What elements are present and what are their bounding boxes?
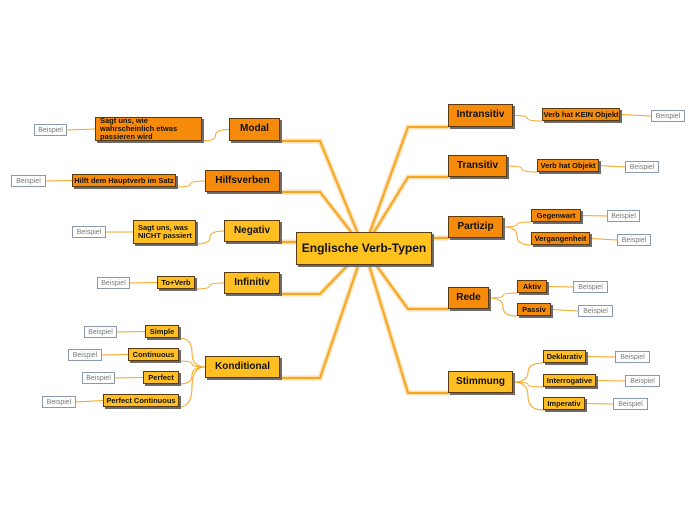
interrogative-example[interactable]: Beispiel	[625, 375, 660, 387]
branch-modal-trunk-core	[279, 140, 365, 250]
modal-example-link	[66, 128, 96, 131]
modal-description-link	[201, 129, 230, 142]
branch-negativ[interactable]: Negativ	[224, 220, 280, 242]
branch-intransitiv-trunk-core	[363, 126, 449, 250]
branch-infinitiv[interactable]: Infinitiv	[224, 272, 280, 294]
intransitiv-description[interactable]: Verb hat KEIN Objekt	[542, 108, 620, 121]
imperativ-example-link	[584, 403, 614, 405]
partizip-gegenwart-link	[502, 221, 532, 228]
deklarativ-example-link	[585, 356, 616, 358]
hilfsverben-example-link	[45, 180, 73, 182]
interrogative-example-link	[595, 380, 626, 382]
vergangenheit-example-link	[589, 238, 618, 241]
simple-example[interactable]: Beispiel	[84, 326, 117, 338]
continuous-example-link	[101, 354, 129, 356]
passiv-example[interactable]: Beispiel	[578, 305, 613, 317]
stimmung-interrogative-link	[512, 381, 544, 388]
branch-konditional-trunk-core	[279, 247, 365, 379]
konditional-continuous[interactable]: Continuous	[128, 348, 179, 361]
konditional-perfect-continuous-link	[178, 366, 206, 408]
rede-aktiv[interactable]: Aktiv	[517, 280, 547, 293]
perfect-example-link	[114, 377, 144, 379]
branch-rede-trunk-core	[363, 247, 449, 310]
simple-example-link	[116, 331, 146, 333]
intransitiv-example-link	[619, 114, 652, 117]
branch-stimmung[interactable]: Stimmung	[448, 371, 513, 393]
passiv-example-link	[550, 309, 579, 312]
konditional-simple[interactable]: Simple	[145, 325, 179, 338]
intransitiv-example[interactable]: Beispiel	[651, 110, 685, 122]
transitiv-description-link	[506, 165, 538, 173]
branch-transitiv[interactable]: Transitiv	[448, 155, 507, 177]
vergangenheit-example[interactable]: Beispiel	[617, 234, 651, 246]
aktiv-example[interactable]: Beispiel	[573, 281, 608, 293]
rede-passiv[interactable]: Passiv	[517, 303, 551, 316]
perfect-continuous-example[interactable]: Beispiel	[42, 396, 76, 408]
hilfsverben-example[interactable]: Beispiel	[11, 175, 46, 187]
branch-stimmung-trunk-core	[363, 247, 449, 394]
branch-stimmung-trunk	[361, 246, 451, 396]
transitiv-description[interactable]: Verb hat Objekt	[537, 159, 599, 172]
perfect-continuous-example-link	[75, 400, 104, 403]
stimmung-deklarativ-link	[512, 362, 544, 383]
gegenwart-example-link	[580, 215, 608, 217]
negativ-description-link	[195, 230, 225, 245]
branch-konditional-trunk	[277, 246, 367, 381]
stimmung-deklarativ[interactable]: Deklarativ	[543, 350, 586, 363]
rede-aktiv-link	[488, 292, 518, 299]
infinitiv-example[interactable]: Beispiel	[97, 277, 130, 289]
branch-hilfsverben[interactable]: Hilfsverben	[205, 170, 280, 192]
partizip-gegenwart[interactable]: Gegenwart	[531, 209, 581, 222]
hilfsverben-description[interactable]: Hilft dem Hauptverb im Satz	[72, 174, 176, 187]
konditional-continuous-link	[178, 360, 206, 368]
branch-intransitiv[interactable]: Intransitiv	[448, 104, 513, 127]
stimmung-imperativ[interactable]: Imperativ	[543, 397, 585, 410]
continuous-example[interactable]: Beispiel	[68, 349, 102, 361]
branch-rede[interactable]: Rede	[448, 287, 489, 309]
negativ-description[interactable]: Sagt uns, was NICHT passiert	[133, 220, 196, 244]
partizip-vergangenheit[interactable]: Vergangenheit	[531, 232, 590, 245]
branch-transitiv-trunk-core	[363, 176, 449, 250]
partizip-vergangenheit-link	[502, 226, 532, 246]
branch-hilfsverben-trunk-core	[279, 191, 365, 250]
konditional-simple-link	[178, 337, 206, 368]
konditional-perfect-link	[178, 366, 206, 385]
konditional-perfect[interactable]: Perfect	[143, 371, 179, 384]
branch-partizip[interactable]: Partizip	[448, 216, 503, 238]
branch-konditional[interactable]: Konditional	[205, 356, 280, 378]
stimmung-imperativ-link	[512, 381, 544, 411]
branch-modal[interactable]: Modal	[229, 118, 280, 141]
infinitiv-description-link	[194, 282, 225, 290]
root-node[interactable]: Englische Verb-Typen	[296, 232, 432, 265]
intransitiv-description-link	[512, 115, 543, 122]
stimmung-interrogative[interactable]: Interrogative	[543, 374, 596, 387]
modal-example[interactable]: Beispiel	[34, 124, 67, 136]
imperativ-example[interactable]: Beispiel	[613, 398, 648, 410]
infinitiv-description[interactable]: To+Verb	[157, 276, 195, 289]
aktiv-example-link	[546, 286, 574, 288]
deklarativ-example[interactable]: Beispiel	[615, 351, 650, 363]
gegenwart-example[interactable]: Beispiel	[607, 210, 640, 222]
transitiv-example-link	[598, 165, 626, 168]
konditional-perfect-continuous[interactable]: Perfect Continuous	[103, 394, 179, 407]
infinitiv-example-link	[129, 282, 158, 284]
transitiv-example[interactable]: Beispiel	[625, 161, 659, 173]
modal-description[interactable]: Sagt uns, wie wahrscheinlich etwas passi…	[95, 117, 202, 141]
perfect-example[interactable]: Beispiel	[82, 372, 115, 384]
rede-passiv-link	[488, 297, 518, 317]
negativ-example[interactable]: Beispiel	[72, 226, 106, 238]
hilfsverben-description-link	[175, 180, 206, 188]
